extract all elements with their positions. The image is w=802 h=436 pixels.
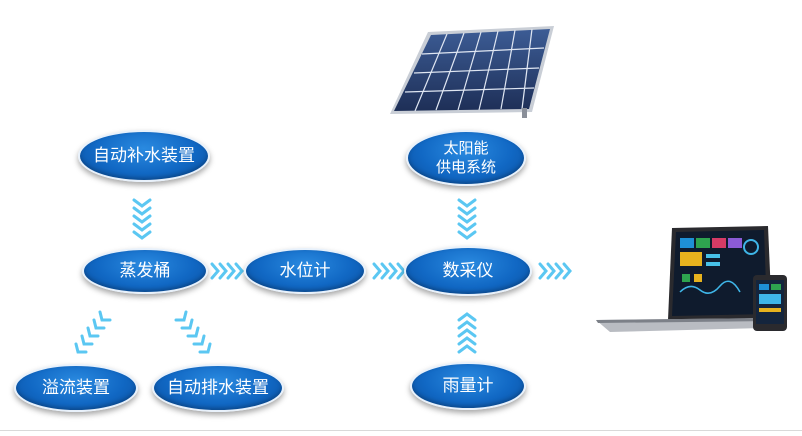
arrow-right-icon [538,262,572,280]
arrow-down-icon [457,198,477,240]
arrow-right-icon [372,262,406,280]
node-solar-power: 太阳能 供电系统 [406,130,526,186]
divider [0,430,802,431]
arrow-diagonal-right-icon [174,310,212,354]
solar-panel-icon [390,26,554,118]
arrow-diagonal-left-icon [74,310,112,354]
arrow-right-icon [210,262,244,280]
node-rain-gauge: 雨量计 [410,362,526,410]
node-data-logger: 数采仪 [404,246,532,296]
arrow-down-icon [132,198,152,240]
node-overflow: 溢流装置 [14,364,138,412]
node-auto-drain: 自动排水装置 [152,364,284,412]
arrow-up-icon [457,312,477,354]
node-auto-refill: 自动补水装置 [78,130,210,182]
laptop-icon [596,226,772,332]
node-water-level: 水位计 [244,248,366,294]
node-steam-barrel: 蒸发桶 [82,248,208,294]
phone-icon [753,275,787,331]
